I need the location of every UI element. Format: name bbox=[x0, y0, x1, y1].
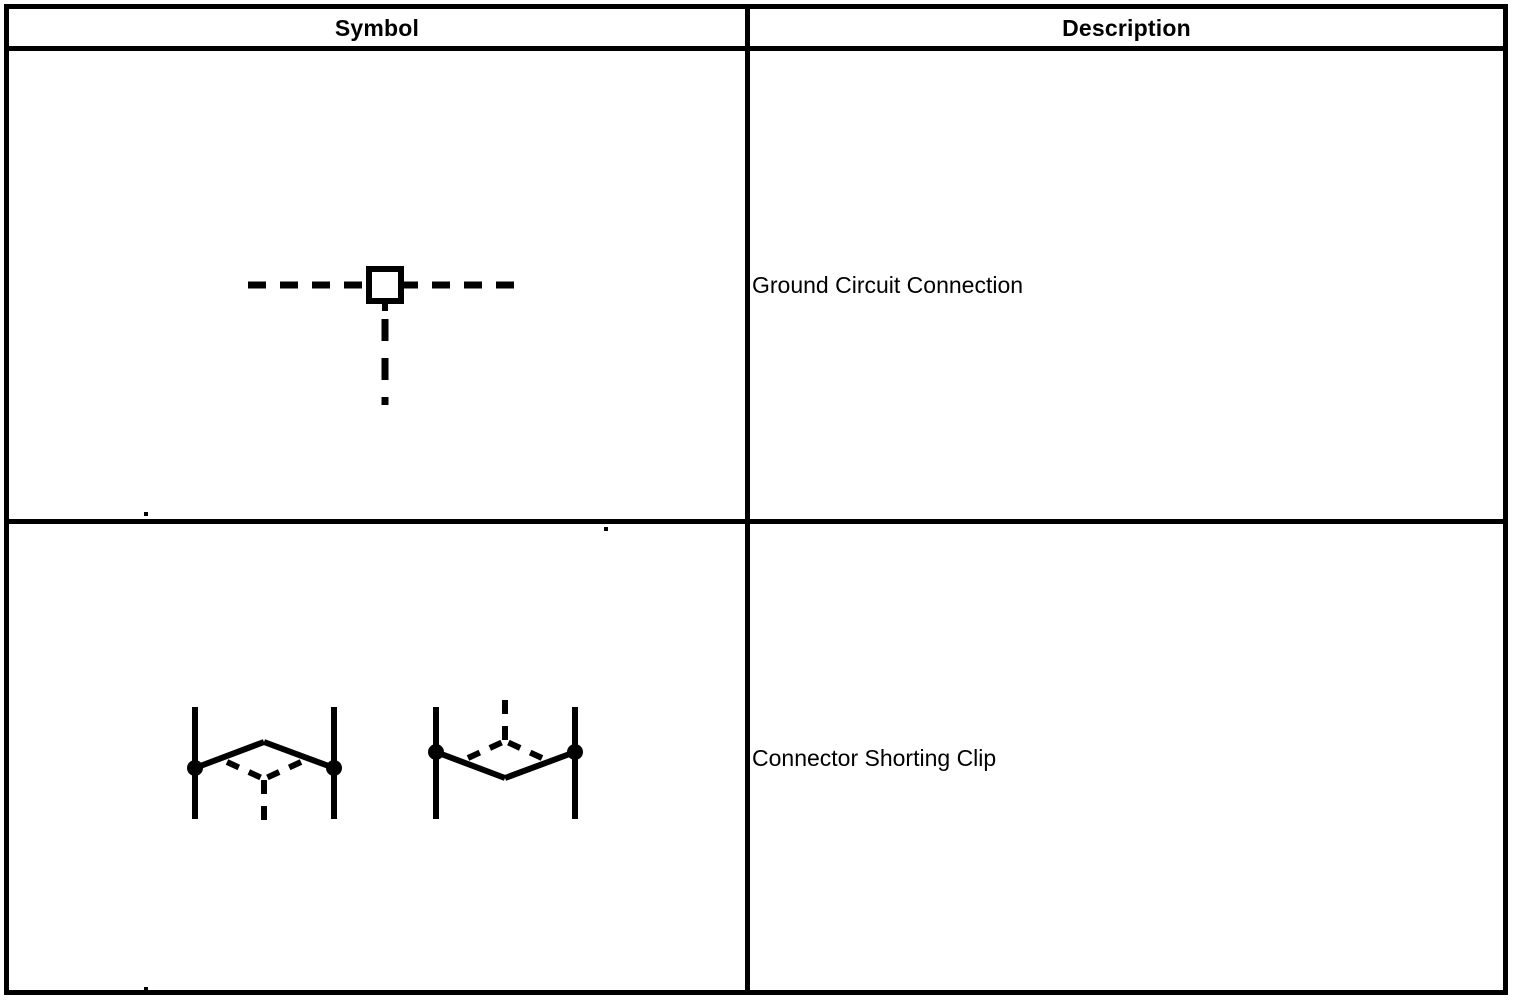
ground-circuit-connection-drawing bbox=[248, 266, 521, 405]
table-row-divider bbox=[4, 519, 1508, 524]
description-connector-shorting-clip: Connector Shorting Clip bbox=[752, 745, 997, 771]
contact-dot-right bbox=[326, 760, 342, 776]
table-row bbox=[9, 51, 745, 519]
dashed-branch-arm-left bbox=[225, 759, 266, 782]
table-column-divider bbox=[745, 4, 750, 995]
table-row bbox=[9, 524, 745, 995]
clip-open-upward bbox=[187, 707, 342, 820]
contact-dot-left bbox=[187, 760, 203, 776]
clip-open-downward bbox=[428, 700, 583, 819]
column-header-description: Description bbox=[1062, 14, 1191, 41]
scan-speck-2 bbox=[604, 527, 608, 531]
connector-shorting-clip-drawing bbox=[187, 700, 583, 820]
scan-speck-1 bbox=[144, 512, 148, 516]
symbol-legend-table bbox=[4, 4, 1508, 995]
dashed-branch-arm-right bbox=[503, 738, 544, 761]
contact-dot-right bbox=[567, 744, 583, 760]
contact-dot-left bbox=[428, 744, 444, 760]
solid-clip-arm-left bbox=[434, 749, 507, 781]
solid-clip-arm-left bbox=[193, 739, 266, 771]
solid-clip-arm-right bbox=[503, 749, 577, 781]
dashed-branch-arm-left bbox=[466, 738, 507, 761]
scan-speck-3 bbox=[144, 987, 148, 991]
square-terminal-box bbox=[366, 266, 404, 304]
dashed-branch-arm-right bbox=[262, 759, 303, 782]
table-header-divider bbox=[4, 46, 1508, 51]
ground-circuit-connection-symbol bbox=[234, 201, 534, 421]
connector-shorting-clip-symbol bbox=[169, 684, 609, 864]
solid-clip-arm-right bbox=[262, 739, 336, 771]
description-ground-circuit-connection: Ground Circuit Connection bbox=[752, 272, 1024, 298]
column-header-symbol: Symbol bbox=[334, 14, 420, 41]
